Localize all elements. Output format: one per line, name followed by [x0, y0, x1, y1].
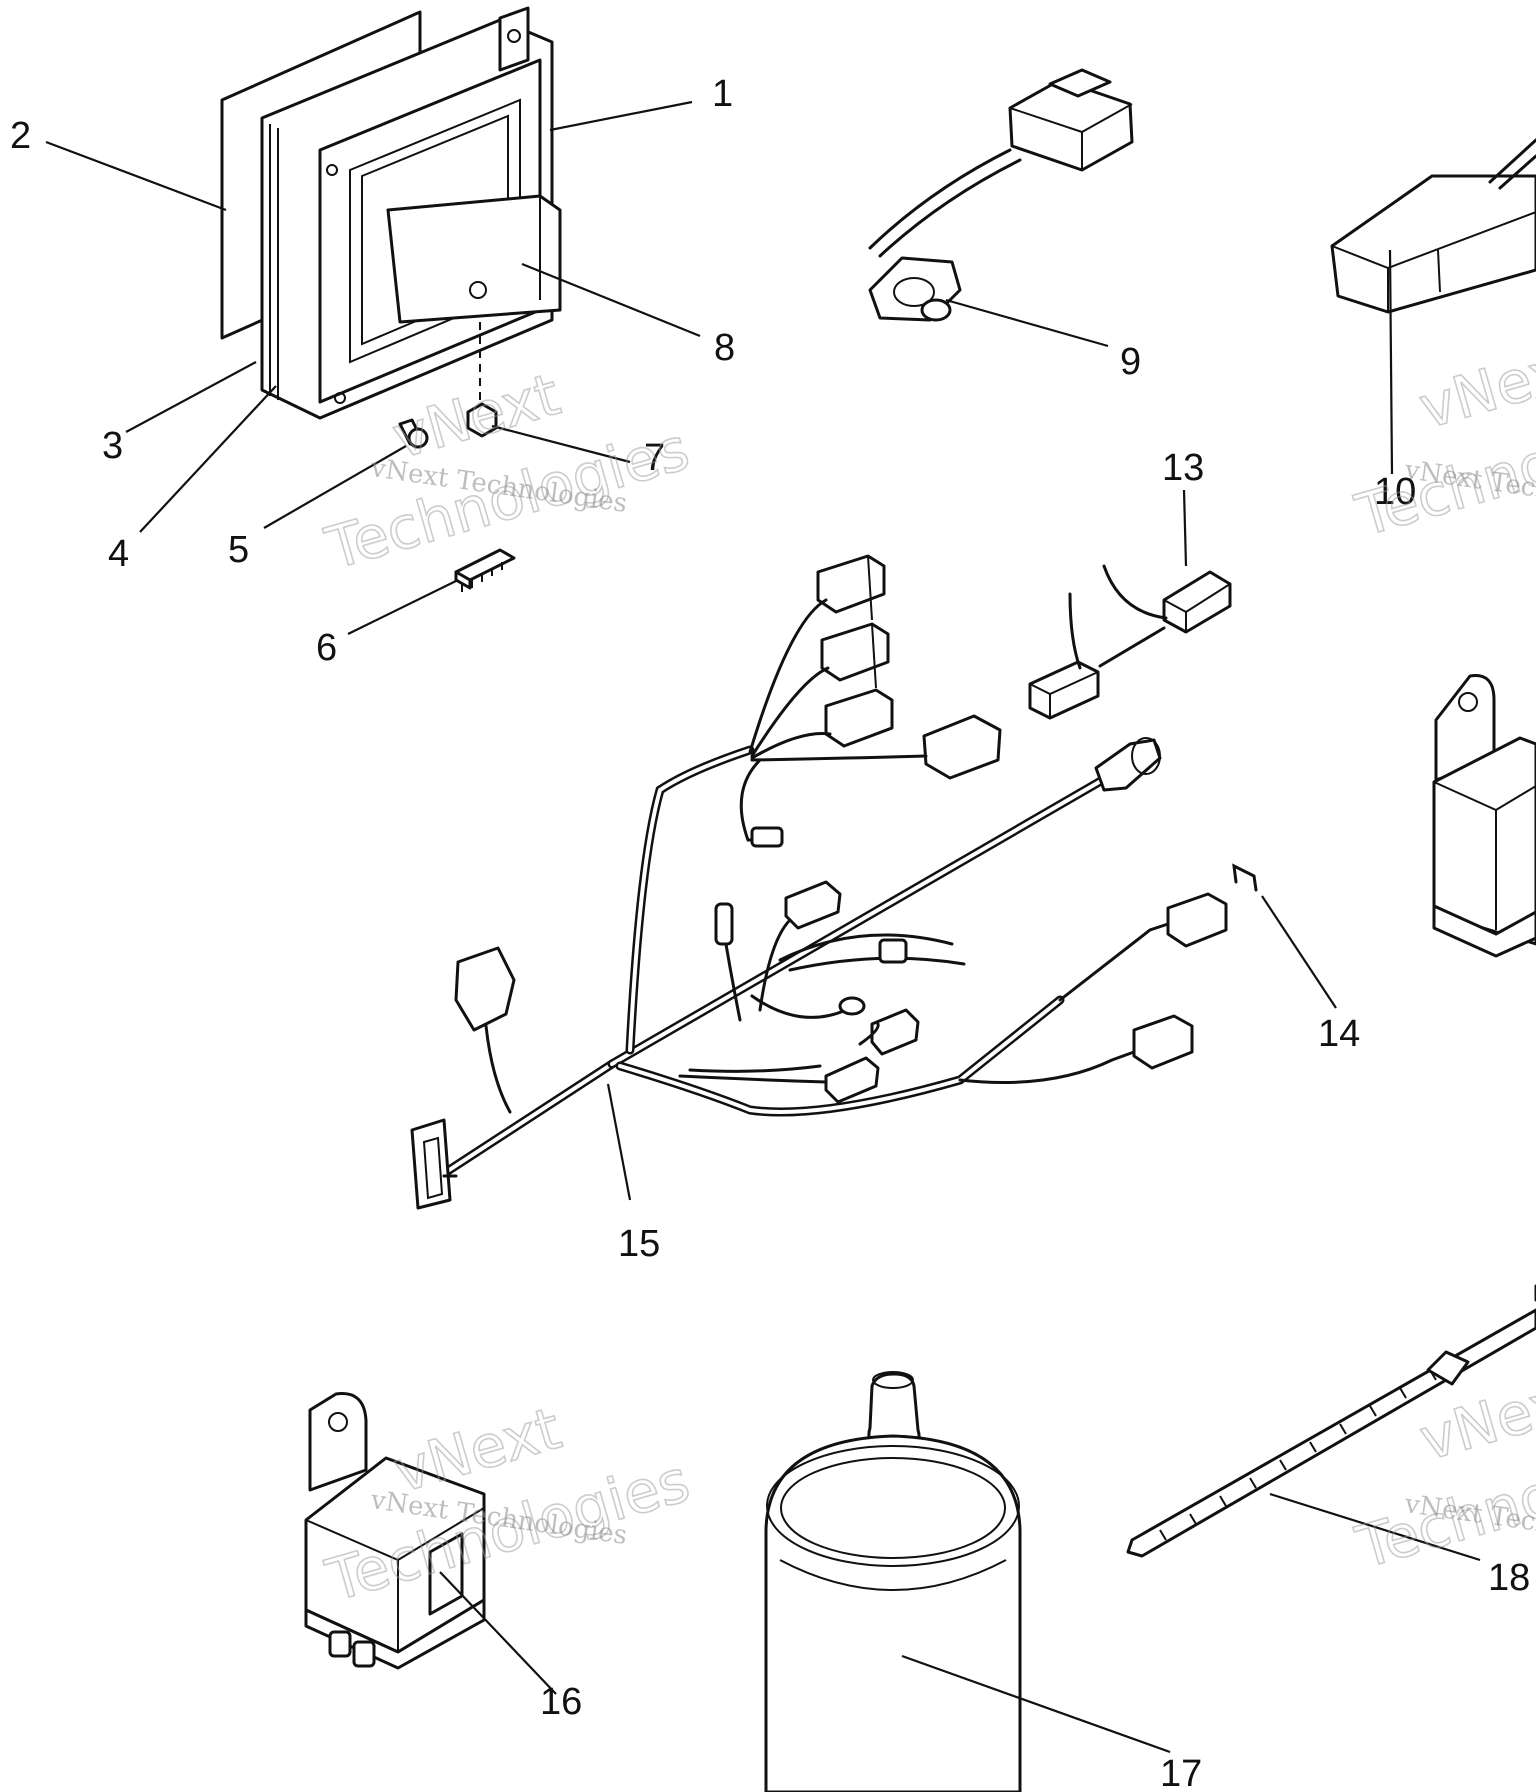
callout-14: 14 [1318, 1013, 1360, 1055]
callout-3: 3 [102, 425, 123, 467]
ecu-module-assembly [220, 6, 562, 420]
svg-text:vNext: vNext [1412, 330, 1536, 442]
wiring-harness [410, 554, 1228, 1210]
watermark-2: vNext Technologies [1347, 329, 1536, 550]
callout-numbers: 1 2 3 4 5 6 7 8 9 10 13 14 15 16 17 18 [10, 73, 1530, 1792]
callout-5: 5 [228, 529, 249, 571]
callout-10: 10 [1374, 471, 1416, 513]
relay-partial-right [1432, 674, 1536, 958]
callout-8: 8 [714, 327, 735, 369]
callout-16: 16 [540, 1681, 582, 1723]
relay [304, 1392, 486, 1670]
fuel-filter [764, 1371, 1022, 1792]
screw [398, 418, 429, 449]
clip [1232, 863, 1258, 892]
callout-1: 1 [712, 73, 733, 115]
callout-7: 7 [644, 437, 665, 479]
cable-tie [1126, 1284, 1536, 1558]
chip [454, 548, 516, 592]
callout-9: 9 [1120, 341, 1141, 383]
small-connectors [1028, 564, 1232, 720]
callout-15: 15 [618, 1223, 660, 1265]
leader-lines [45, 100, 1481, 1754]
callout-13: 13 [1162, 447, 1204, 489]
callout-4: 4 [108, 533, 129, 575]
callout-18: 18 [1488, 1557, 1530, 1599]
relay-box [1330, 138, 1536, 314]
sensor-with-connector [868, 68, 1134, 322]
callout-17: 17 [1160, 1753, 1202, 1792]
callout-2: 2 [10, 115, 31, 157]
callout-6: 6 [316, 627, 337, 669]
